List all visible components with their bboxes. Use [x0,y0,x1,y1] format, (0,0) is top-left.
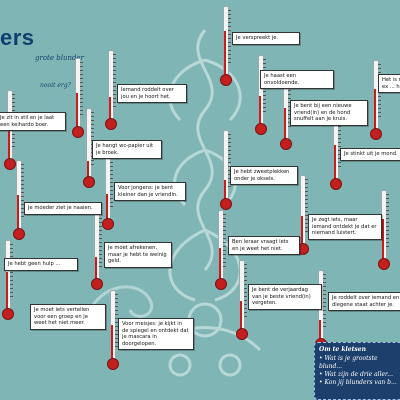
statement-card: Je hebt zweetplekken onder je oksels. [230,166,298,186]
statement-card: Je stinkt uit je mond. [340,148,400,161]
statement-card: Voor jongens: je bent kleiner dan je vri… [114,182,186,202]
statement-card: Je moeder ziet je naaien. [24,202,102,215]
statement-card: Je moet iets vertellen voor een groep en… [30,304,106,330]
statement-card: Je zegt iets, maar iemand ontdekt je dat… [308,214,382,240]
discussion-box: Om te kletsen • Wat is je grootste blund… [314,342,400,400]
thermometer [220,6,232,86]
statement-card: Je verspreekt je. [232,32,300,45]
thermometer [315,270,327,350]
thermometer [378,190,390,270]
statement-card: Je bent bij een nieuwe vriend(in) en de … [290,100,368,126]
statement-card: Ben leraar vraagt iets en je weet het ni… [228,236,300,256]
statement-card: Het is n je ex ... hebt. [378,74,400,94]
thermometer [297,175,309,255]
thermometer [91,210,103,290]
statement-card: Je moet afrekenen, maar je hebt te weini… [104,242,172,268]
thermometer [330,110,342,190]
statement-card: Voor meisjes: je kijkt in de spiegel en … [118,318,194,351]
discussion-question: • Wat is je grootste blund... [319,355,378,370]
thermometer [255,55,267,135]
thermometer [236,260,248,340]
statement-card: Je hangt wc-papier uit je broek. [92,140,162,160]
thermometer [13,160,25,240]
poster-title: ers [0,25,35,50]
bottom-swirl-ornament [83,285,154,321]
thermometer [215,210,227,290]
thermometer [102,150,114,230]
statement-card: Je zit in stil en je laat een keihardo b… [0,112,66,132]
scale-label: nooit erg? [40,82,71,89]
statement-card: Iemand roddelt over jou en je hoort het. [117,84,187,104]
statement-card: Je haast een onvoldoende. [260,70,334,90]
thermometer [105,50,117,130]
statement-card: Je roddelt over iemand en diegene staat … [328,292,400,312]
thermometer [220,130,232,210]
thermometer [72,58,84,138]
poster-subtitle: grote blunder [35,54,84,62]
discussion-question: • Kon jij blunders van b... [319,379,397,386]
thermometer [370,60,382,140]
discussion-question: • Wat zijn de drie aller... [319,371,393,378]
statement-card: Je hebt geen hulp ... [4,258,78,271]
thermometer [107,290,119,370]
discussion-heading: Om te kletsen [319,346,366,353]
thermometer [2,240,14,320]
statement-card: Je bent de verjaardag van je beste vrien… [248,284,322,310]
